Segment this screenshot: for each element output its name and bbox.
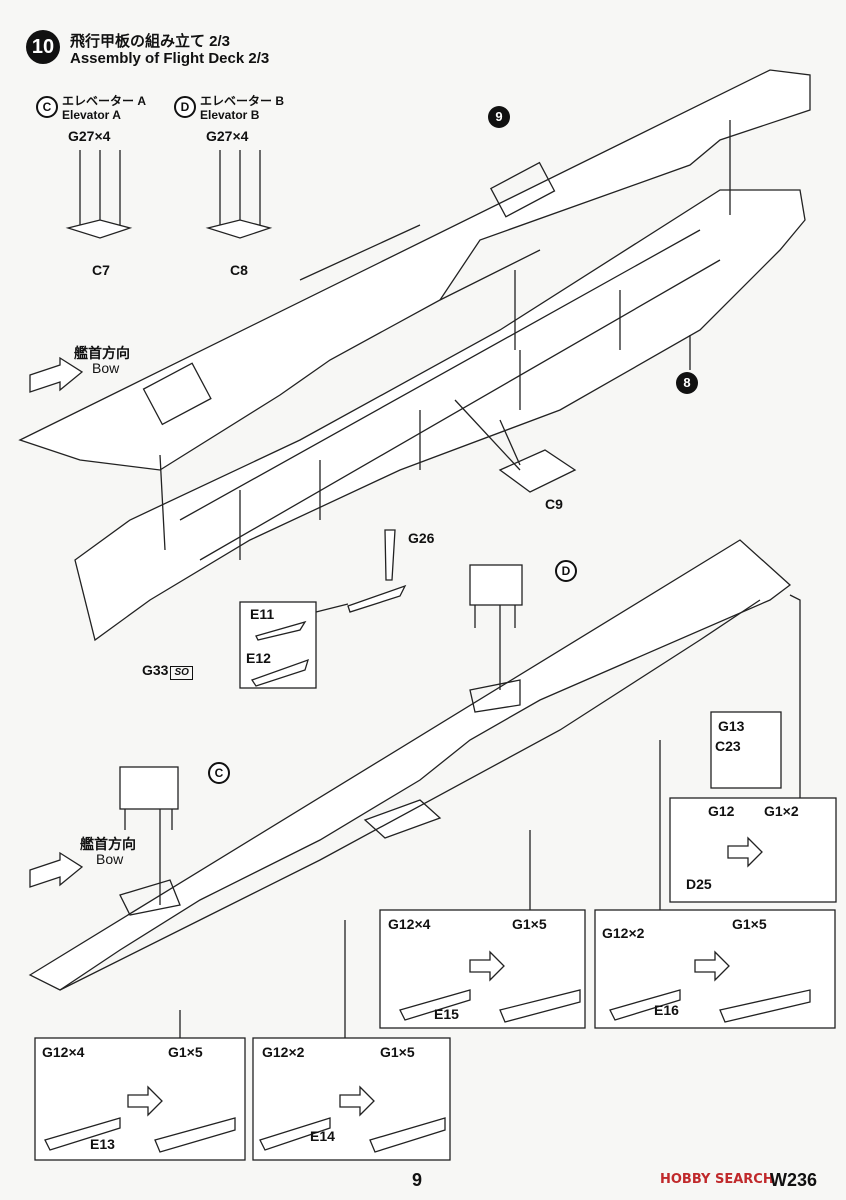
deck-opening-b bbox=[469, 679, 521, 713]
step-number-badge: 10 bbox=[26, 30, 60, 64]
e13-box-output: G1×5 bbox=[168, 1044, 203, 1060]
g33-text: G33 bbox=[142, 662, 169, 678]
elevator-b-part bbox=[469, 564, 523, 606]
bow-label-en-2: Bow bbox=[96, 851, 124, 867]
part-c9-label: C9 bbox=[545, 496, 563, 512]
d25-box-input: G12 bbox=[708, 803, 735, 819]
elevator-a-marker: C bbox=[36, 96, 58, 118]
e15-box-output: G1×5 bbox=[512, 916, 547, 932]
elevator-a-en: Elevator A bbox=[62, 108, 121, 122]
elevator-b-en: Elevator B bbox=[200, 108, 260, 122]
title-japanese: 飛行甲板の組み立て 2/3 bbox=[70, 33, 231, 50]
lower-flight-deck bbox=[28, 539, 792, 991]
bow-label-jp-1: 艦首方向 bbox=[74, 345, 130, 361]
elevator-a-part bbox=[119, 766, 179, 810]
e15-box-base: E15 bbox=[434, 1006, 459, 1022]
elevator-a-callout: C bbox=[208, 762, 230, 784]
part-c23-label: C23 bbox=[715, 738, 741, 754]
e14-box-output: G1×5 bbox=[380, 1044, 415, 1060]
bow-label-en-1: Bow bbox=[92, 360, 120, 376]
product-code: W236 bbox=[770, 1170, 818, 1190]
e16-box-input: G12×2 bbox=[602, 925, 645, 941]
subassembly-8-badge: 8 bbox=[676, 372, 698, 394]
d25-box-base: D25 bbox=[686, 876, 712, 892]
e14-box-input: G12×2 bbox=[262, 1044, 305, 1060]
deck-elevator-opening-rear bbox=[490, 161, 556, 218]
d25-box-output: G1×2 bbox=[764, 803, 799, 819]
page-number: 9 bbox=[412, 1170, 423, 1190]
title-english: Assembly of Flight Deck 2/3 bbox=[70, 50, 270, 67]
deck-opening-a bbox=[119, 879, 181, 916]
elevator-a-jp: エレベーター A bbox=[62, 94, 147, 108]
e15-box-input: G12×4 bbox=[388, 916, 431, 932]
part-e11-label: E11 bbox=[250, 606, 275, 622]
part-g26-label: G26 bbox=[408, 530, 435, 546]
c9-plate bbox=[498, 449, 577, 493]
e14-box-base: E14 bbox=[310, 1128, 335, 1144]
elevator-b-callout: D bbox=[555, 560, 577, 582]
flight-deck-9 bbox=[18, 69, 811, 471]
e16-box-base: E16 bbox=[654, 1002, 679, 1018]
elevator-b-marker: D bbox=[174, 96, 196, 118]
elevator-a-qty: G27×4 bbox=[68, 128, 111, 144]
deck-elevator-opening-front bbox=[142, 362, 212, 426]
watermark: HOBBY SEARCH bbox=[660, 1172, 774, 1187]
g13-c23-box bbox=[710, 711, 782, 789]
e13-box-input: G12×4 bbox=[42, 1044, 85, 1060]
elevator-b-qty: G27×4 bbox=[206, 128, 249, 144]
part-g13-label: G13 bbox=[718, 718, 745, 734]
elevator-b-part: C8 bbox=[230, 262, 248, 278]
bow-label-jp-2: 艦首方向 bbox=[80, 836, 136, 852]
elevator-a-part: C7 bbox=[92, 262, 110, 278]
g33-so-tag: SO bbox=[170, 666, 193, 680]
e13-box-base: E13 bbox=[90, 1136, 115, 1152]
part-e12-label: E12 bbox=[246, 650, 271, 666]
e11-e12-box bbox=[239, 601, 317, 689]
elevator-b-jp: エレベーター B bbox=[200, 94, 285, 108]
subassembly-9-badge: 9 bbox=[488, 106, 510, 128]
e16-box-output: G1×5 bbox=[732, 916, 767, 932]
